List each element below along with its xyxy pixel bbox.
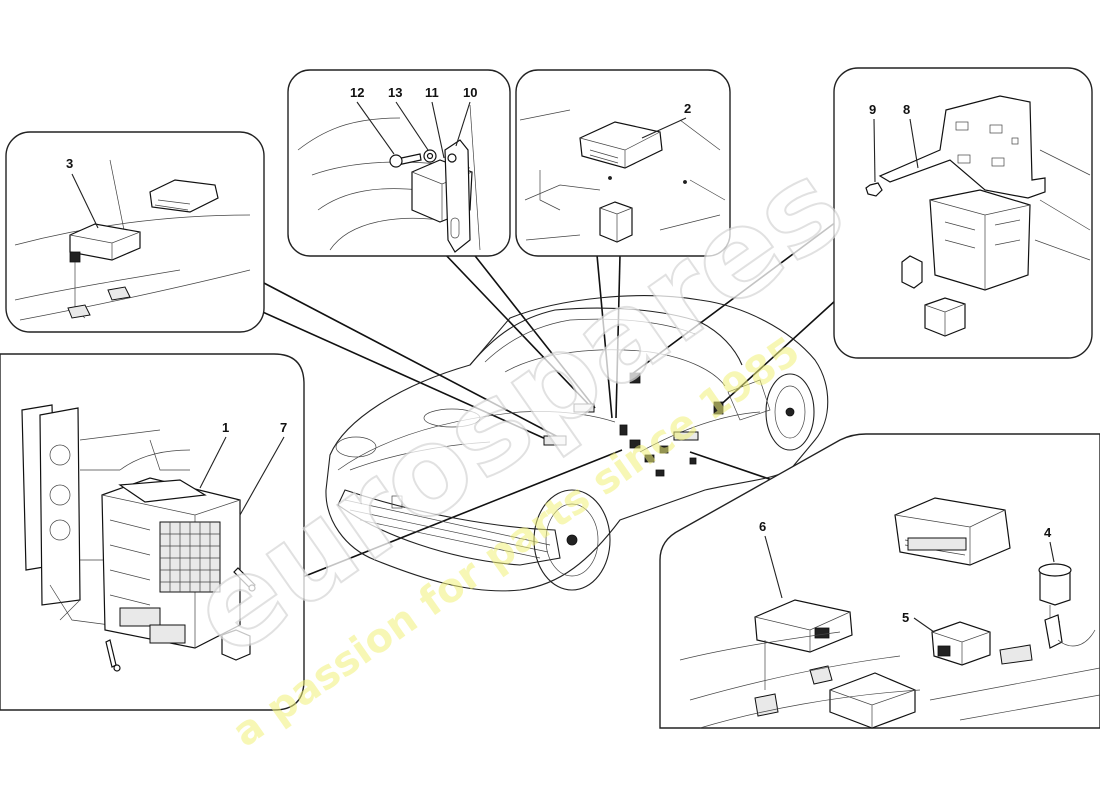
callout-8: 8: [903, 102, 910, 117]
callout-9: 9: [869, 102, 876, 117]
callout-12: 12: [350, 85, 364, 100]
callout-3: 3: [66, 156, 73, 171]
car-illustration: [325, 295, 829, 592]
leader-lines: [235, 221, 837, 591]
callout-13: 13: [388, 85, 402, 100]
panel-parts-4-5-6: 6 4 5: [659, 433, 1100, 729]
panel-parts-8-9: 9 8: [833, 67, 1093, 359]
callout-2: 2: [684, 101, 691, 116]
callout-6: 6: [759, 519, 766, 534]
callout-10: 10: [463, 85, 477, 100]
callout-7: 7: [280, 420, 287, 435]
callout-4: 4: [1044, 525, 1052, 540]
callout-5: 5: [902, 610, 909, 625]
panel-part-3: 3: [5, 131, 265, 333]
fuse-grid: [159, 521, 221, 593]
panel-parts-10-13: 12 13 11 10: [287, 69, 511, 257]
panel-parts-1-7: 1 7: [0, 353, 305, 711]
callout-11: 11: [425, 85, 439, 100]
panel-part-2: 2: [515, 69, 731, 257]
callout-1: 1: [222, 420, 229, 435]
